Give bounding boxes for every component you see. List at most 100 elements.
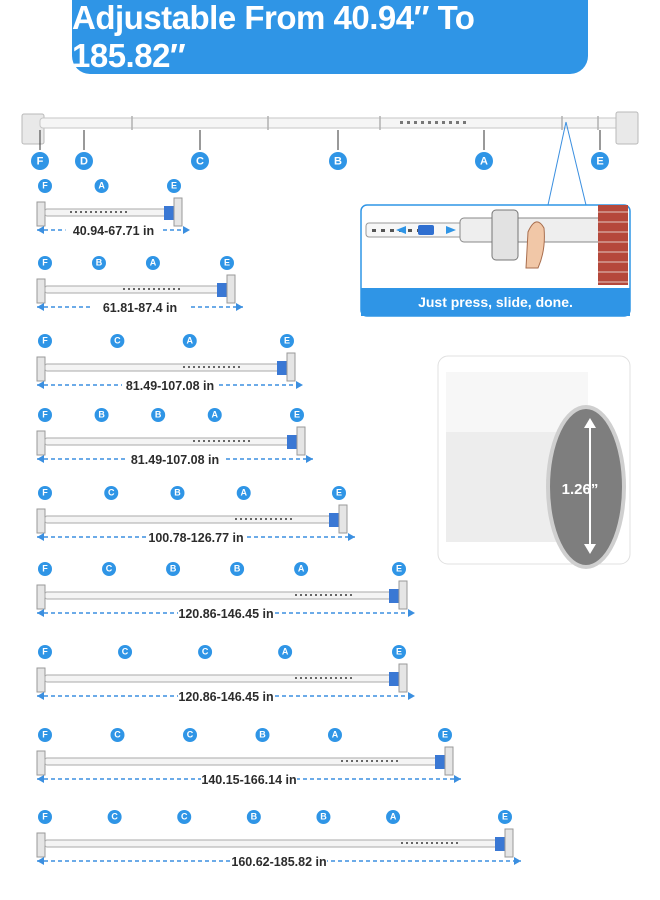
rod-hole	[416, 842, 418, 844]
rod-hole	[310, 677, 312, 679]
badge-circle	[329, 152, 347, 170]
badge-c: C	[182, 728, 197, 742]
rod-hole	[428, 121, 431, 124]
rod-hole	[203, 440, 205, 442]
rod-hole	[300, 594, 302, 596]
badge-circle	[182, 334, 197, 348]
badge-circle	[327, 728, 342, 742]
badge-circle	[38, 256, 52, 270]
badge-circle	[177, 810, 192, 824]
badge-letter: E	[224, 258, 230, 268]
badge-b: B	[230, 562, 245, 576]
badge-circle	[110, 728, 125, 742]
badge-a: A	[386, 810, 401, 824]
badge-letter: B	[174, 488, 181, 498]
badge-letter: C	[114, 730, 121, 740]
rod-hole	[335, 594, 337, 596]
badge-letter: E	[396, 564, 402, 574]
cap-right	[504, 828, 514, 858]
rod-hole	[235, 518, 237, 520]
rod-hole	[280, 518, 282, 520]
badge-b: B	[166, 562, 181, 576]
rod-hole	[446, 842, 448, 844]
range-bg	[178, 605, 274, 621]
badge-letter: C	[106, 564, 113, 574]
badge-f: F	[38, 334, 52, 348]
zoom-line	[547, 121, 567, 206]
badge-letter: A	[390, 812, 397, 822]
badge-letter: F	[42, 812, 48, 822]
badge-d: D	[75, 152, 93, 170]
inset-caption-bar	[361, 288, 630, 316]
rod	[44, 674, 402, 683]
badge-letter: E	[442, 730, 448, 740]
cap-right	[398, 580, 408, 610]
badge-letter: C	[114, 336, 121, 346]
rod	[44, 515, 342, 524]
rod-hole	[238, 440, 240, 442]
rod-hole	[115, 211, 117, 213]
rod-hole	[451, 842, 453, 844]
badge-b: B	[255, 728, 270, 742]
rod-hole	[120, 211, 122, 213]
badge-e: E	[498, 810, 512, 824]
rod-hole	[400, 121, 403, 124]
rod-hole	[330, 594, 332, 596]
badge-f: F	[38, 645, 52, 659]
rod-hole	[315, 594, 317, 596]
diameter-label: 1.26”	[562, 481, 599, 498]
badge-circle	[104, 486, 119, 500]
spring-clamp	[217, 283, 227, 297]
rod-hole	[275, 518, 277, 520]
rod-hole	[133, 288, 135, 290]
badge-letter: A	[480, 155, 488, 167]
badge-letter: A	[150, 258, 157, 268]
rod-hole	[396, 760, 398, 762]
rod-hole	[128, 288, 130, 290]
rod-hole	[340, 677, 342, 679]
rod-hole	[198, 440, 200, 442]
rod-hole	[75, 211, 77, 213]
rod-hole	[305, 677, 307, 679]
cap-left	[36, 201, 46, 227]
rod-hole	[345, 677, 347, 679]
cap-left	[36, 430, 46, 456]
range-label: 120.86-146.45 in	[178, 607, 273, 621]
badge-letter: F	[42, 410, 48, 420]
badge-f: F	[38, 486, 52, 500]
rod-hole	[300, 677, 302, 679]
rod-hole	[148, 288, 150, 290]
badge-circle	[255, 728, 270, 742]
rod-hole	[335, 677, 337, 679]
badge-f: F	[38, 562, 52, 576]
badge-letter: F	[42, 647, 48, 657]
rod-hole	[223, 440, 225, 442]
rod-hole	[435, 121, 438, 124]
badge-circle	[151, 408, 166, 422]
cap-right	[444, 746, 454, 776]
badge-letter: E	[171, 181, 177, 191]
badge-letter: A	[98, 181, 105, 191]
rod-hole	[125, 211, 127, 213]
inset-hole	[372, 229, 376, 232]
badge-e: E	[591, 152, 609, 170]
badge-e: E	[220, 256, 234, 270]
inset-hole	[390, 229, 394, 232]
badge-b: B	[316, 810, 331, 824]
badge-e: E	[280, 334, 294, 348]
badge-b: B	[94, 408, 109, 422]
badge-b: B	[170, 486, 185, 500]
rod-hole	[100, 211, 102, 213]
badge-letter: B	[320, 812, 327, 822]
rod-hole	[315, 677, 317, 679]
rod-hole	[401, 842, 403, 844]
range-label: 40.94-67.71 in	[73, 224, 154, 238]
badge-letter: C	[196, 155, 204, 167]
range-label: 140.15-166.14 in	[201, 773, 296, 787]
tube-closeup: 1.26”	[437, 355, 631, 569]
badge-letter: E	[294, 410, 300, 420]
rod-hole	[449, 121, 452, 124]
badge-a: A	[207, 408, 222, 422]
